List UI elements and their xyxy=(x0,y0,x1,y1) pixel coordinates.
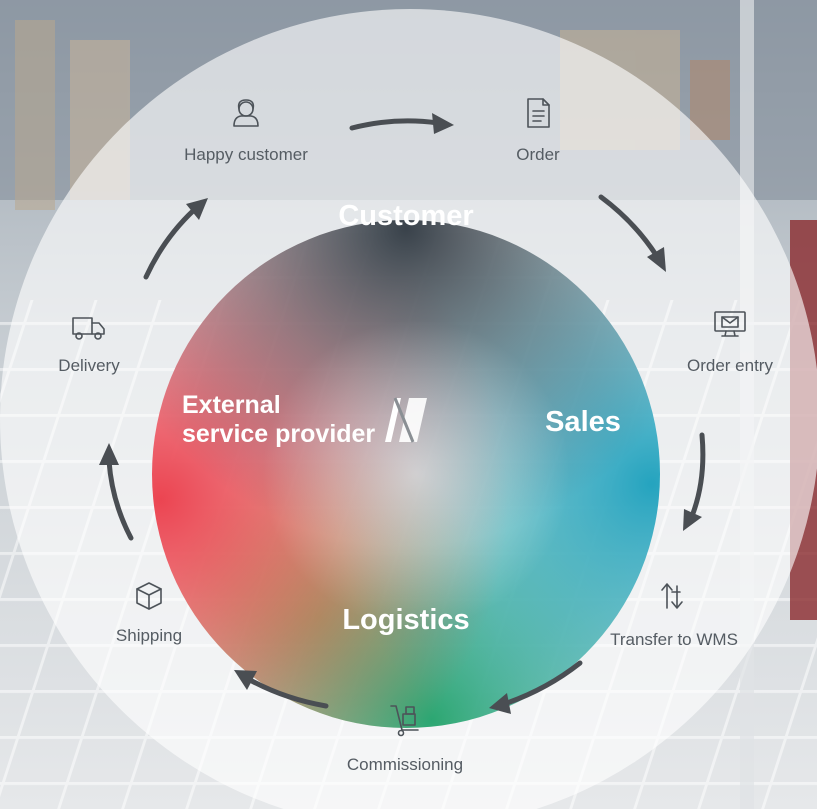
transfer-arrows-icon xyxy=(661,583,683,609)
step-label-order-entry: Order entry xyxy=(687,356,773,375)
cycle-arrows xyxy=(99,113,706,714)
brand-logo xyxy=(385,397,427,443)
person-icon xyxy=(233,99,259,127)
arrow-delivery-to-happy xyxy=(143,198,208,280)
sector-label-external-line1: External xyxy=(182,391,281,419)
arrow-shipping-to-delivery xyxy=(99,443,134,541)
box-icon xyxy=(136,582,162,610)
sector-label-customer: Customer xyxy=(338,200,473,232)
arrow-order-to-entry xyxy=(598,194,666,272)
step-label-happy-customer: Happy customer xyxy=(184,145,308,164)
step-label-delivery: Delivery xyxy=(58,356,120,375)
truck-icon xyxy=(72,317,105,340)
hand-truck-icon xyxy=(390,705,419,737)
arrow-happy-to-order xyxy=(349,113,454,134)
step-label-commissioning: Commissioning xyxy=(347,755,463,774)
arrow-wms-to-commissioning xyxy=(489,660,583,714)
sector-label-external-line2: service provider xyxy=(182,420,375,448)
monitor-icon xyxy=(714,311,746,337)
document-icon xyxy=(527,98,550,128)
sector-label-sales: Sales xyxy=(545,406,621,438)
arrow-entry-to-wms xyxy=(683,432,706,531)
step-label-transfer-to-wms: Transfer to WMS xyxy=(610,630,738,649)
sector-label-logistics: Logistics xyxy=(342,604,469,636)
arrow-commissioning-to-shipping xyxy=(234,670,329,709)
inner-color-circle xyxy=(152,220,660,728)
step-label-order: Order xyxy=(516,145,560,164)
step-label-shipping: Shipping xyxy=(116,626,182,645)
